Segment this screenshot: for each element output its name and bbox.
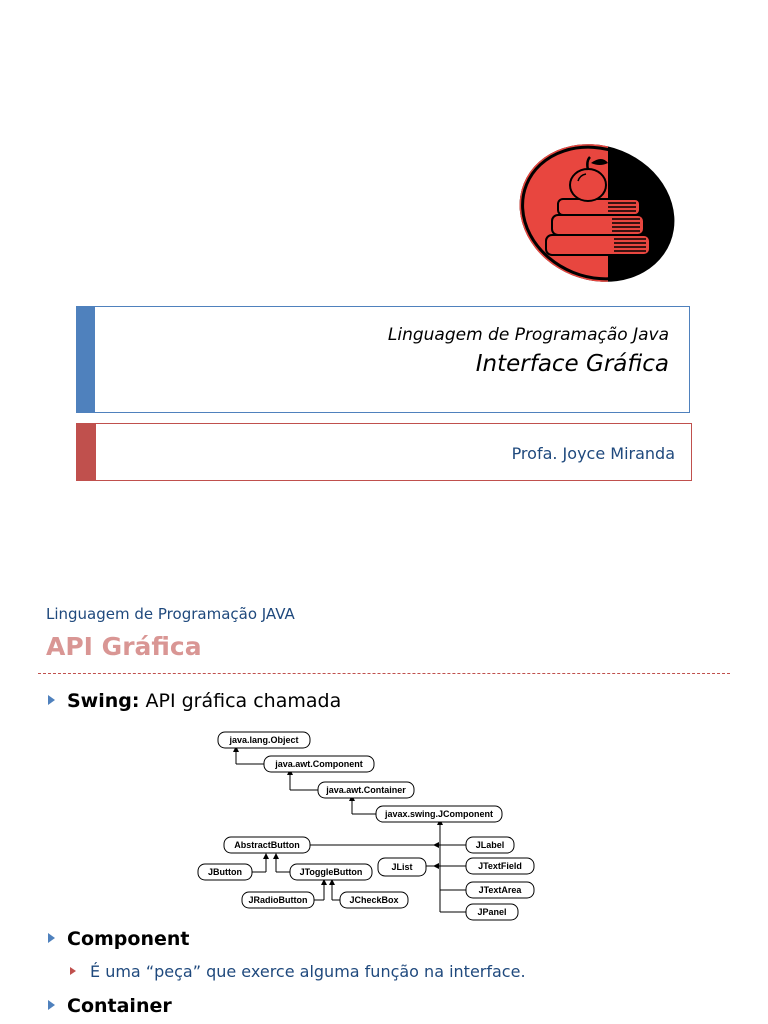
bullet-component: Component — [48, 928, 189, 950]
node-jcheckbox: JCheckBox — [349, 895, 398, 905]
node-jtextfield: JTextField — [478, 861, 522, 871]
bullet-triangle-icon — [48, 694, 55, 705]
sub-bullet-text: É uma “peça” que exerce alguma função na… — [90, 962, 526, 981]
author-accent-bar — [76, 423, 96, 481]
bullet-container: Container — [48, 995, 172, 1017]
node-jpanel: JPanel — [477, 907, 506, 917]
class-hierarchy-diagram: java.lang.Object java.awt.Component java… — [190, 726, 550, 926]
apple-on-books-icon — [516, 143, 678, 283]
author-name: Profa. Joyce Miranda — [511, 444, 675, 463]
title-box: Linguagem de Programação Java Interface … — [76, 306, 690, 413]
slide-heading: API Gráfica — [46, 632, 202, 661]
bullet-bold: Component — [67, 928, 190, 950]
slide-title: Interface Gráfica — [475, 351, 669, 377]
heading-divider — [38, 673, 730, 674]
bullet-bold: Container — [67, 995, 172, 1017]
node-jbutton: JButton — [208, 867, 242, 877]
node-jlist: JList — [391, 862, 412, 872]
title-accent-bar — [76, 306, 95, 413]
node-jtogglebutton: JToggleButton — [300, 867, 363, 877]
sub-bullet-triangle-icon — [70, 966, 76, 975]
node-jtextarea: JTextArea — [479, 885, 523, 895]
node-jcomponent: javax.swing.JComponent — [384, 809, 493, 819]
section-title: Linguagem de Programação JAVA — [46, 605, 295, 623]
bullet-triangle-icon — [48, 932, 55, 943]
node-jradiobutton: JRadioButton — [249, 895, 308, 905]
node-component: java.awt.Component — [274, 759, 363, 769]
node-container: java.awt.Container — [325, 785, 406, 795]
node-abstractbutton: AbstractButton — [234, 840, 300, 850]
bullet-bold: Swing: — [67, 690, 140, 712]
node-object: java.lang.Object — [228, 735, 298, 745]
author-box: Profa. Joyce Miranda — [76, 423, 692, 481]
slide-subtitle: Linguagem de Programação Java — [387, 325, 669, 345]
sub-bullet-component: É uma “peça” que exerce alguma função na… — [70, 962, 526, 981]
bullet-text: API gráfica chamada — [139, 690, 342, 712]
bullet-swing: Swing: API gráfica chamada — [48, 690, 341, 712]
bullet-triangle-icon — [48, 999, 55, 1010]
node-jlabel: JLabel — [476, 840, 505, 850]
